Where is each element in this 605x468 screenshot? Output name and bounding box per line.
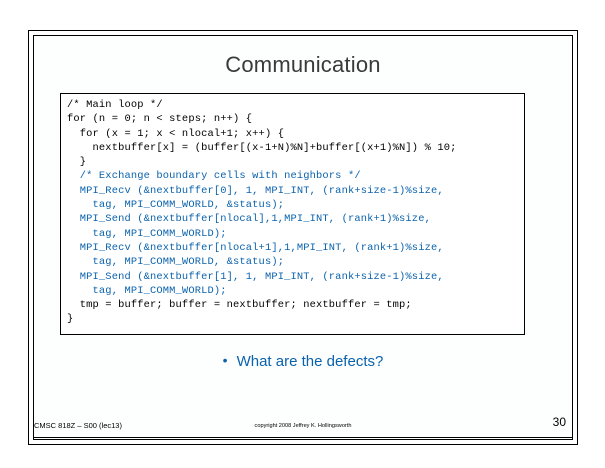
bullet-text: What are the defects? (236, 353, 384, 370)
footer-page-number: 30 (552, 415, 566, 429)
code-line: /* Exchange boundary cells with neighbor… (67, 170, 361, 183)
code-line: MPI_Recv (&nextbuffer[0], 1, MPI_INT, (r… (67, 184, 444, 197)
bullet-marker-icon: • (222, 352, 228, 368)
slide-footer: CMSC 818Z – S00 (lec13) copyright 2008 J… (34, 415, 572, 438)
code-line: MPI_Send (&nextbuffer[nlocal],1,MPI_INT,… (67, 213, 431, 226)
bullet-row: • What are the defects? (33, 352, 573, 370)
footer-copyright-label: copyright 2008 Jeffrey K. Hollingsworth (254, 423, 352, 429)
code-line: MPI_Send (&nextbuffer[1], 1, MPI_INT, (r… (67, 270, 444, 283)
footer-course-label: CMSC 818Z – S00 (lec13) (34, 421, 122, 430)
code-line: for (x = 1; x < nlocal+1; x++) { (67, 127, 285, 140)
slide-title: Communication (225, 52, 381, 77)
code-line: /* Main loop */ (67, 99, 163, 111)
code-line: tag, MPI_COMM_WORLD); (67, 284, 227, 297)
code-listing: /* Main loop */ for (n = 0; n < steps; n+… (60, 93, 525, 335)
code-line: for (n = 0; n < steps; n++) { (67, 113, 253, 126)
code-line: } (67, 156, 87, 169)
slide-outer-border (28, 30, 578, 445)
code-line: tag, MPI_COMM_WORLD, &status); (67, 199, 285, 212)
code-line: nextbuffer[x] = (buffer[(x-1+N)%N]+buffe… (67, 141, 457, 154)
code-line: tag, MPI_COMM_WORLD, &status); (67, 256, 285, 269)
footer-divider (34, 437, 572, 438)
code-line: tag, MPI_COMM_WORLD); (67, 227, 227, 240)
code-line: tmp = buffer; buffer = nextbuffer; nextb… (67, 299, 412, 312)
code-line: } (67, 313, 74, 326)
code-line: MPI_Recv (&nextbuffer[nlocal+1],1,MPI_IN… (67, 241, 444, 254)
